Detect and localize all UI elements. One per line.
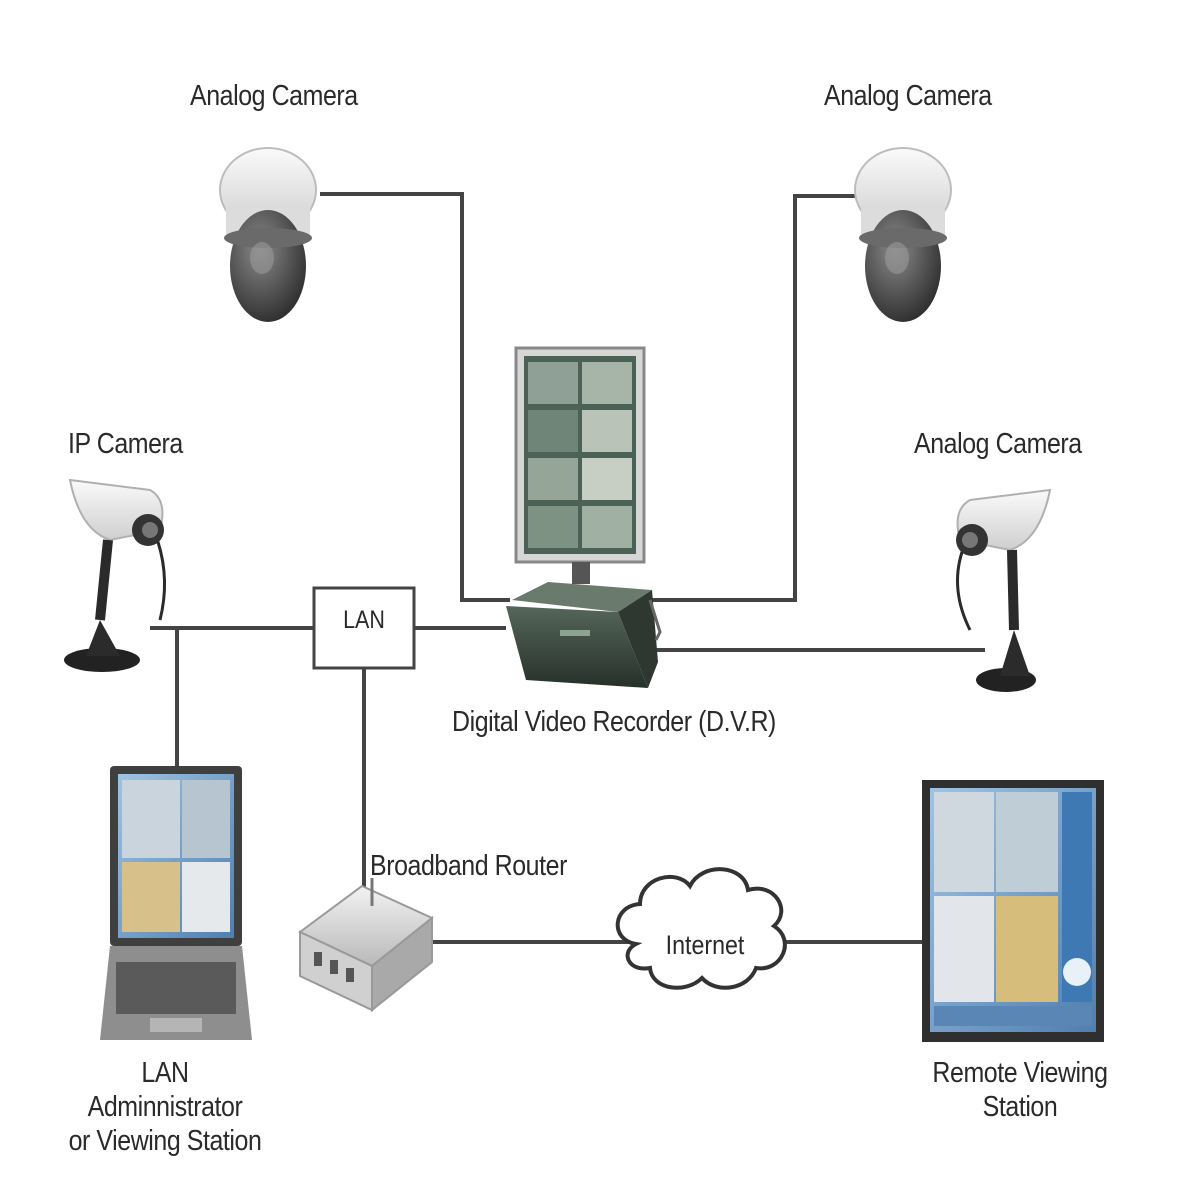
- dome-camera-icon: [219, 147, 317, 322]
- lan-box: [312, 586, 416, 670]
- dome-camera-icon: [854, 147, 952, 322]
- label-lan-station-line3: or Viewing Station: [68, 1125, 262, 1157]
- label-remote-station: Remote Viewing Station: [917, 1056, 1123, 1124]
- label-ip-camera: IP Camera: [68, 428, 183, 460]
- line-camera-tr-to-dvr: [652, 194, 855, 602]
- label-internet: Internet: [665, 930, 745, 960]
- label-analog-camera-right: Analog Camera: [914, 428, 1082, 460]
- router-icon: [298, 878, 434, 1013]
- cloud-icon: [615, 867, 787, 990]
- label-broadband-router: Broadband Router: [370, 850, 567, 882]
- connection-lines: [150, 192, 985, 944]
- label-remote-station-line1: Remote Viewing: [932, 1057, 1108, 1089]
- monitor-icon: [514, 346, 646, 584]
- label-lan: LAN: [343, 606, 385, 634]
- line-camera-tl-to-dvr: [320, 192, 510, 602]
- label-analog-camera-top-right: Analog Camera: [824, 80, 992, 112]
- label-lan-station-line1: LAN: [141, 1057, 189, 1089]
- bullet-camera-icon: [64, 478, 167, 672]
- label-dvr: Digital Video Recorder (D.V.R): [452, 706, 776, 738]
- label-analog-camera-top-left: Analog Camera: [190, 80, 358, 112]
- monitor-icon: [922, 780, 1104, 1042]
- label-lan-station-line2: Adminnistrator: [87, 1091, 243, 1123]
- laptop-icon: [100, 766, 252, 1040]
- bullet-camera-icon: [956, 488, 1052, 692]
- label-lan-station: LAN Adminnistrator or Viewing Station: [58, 1056, 273, 1158]
- dvr-icon: [506, 582, 662, 688]
- label-remote-station-line2: Station: [982, 1091, 1058, 1123]
